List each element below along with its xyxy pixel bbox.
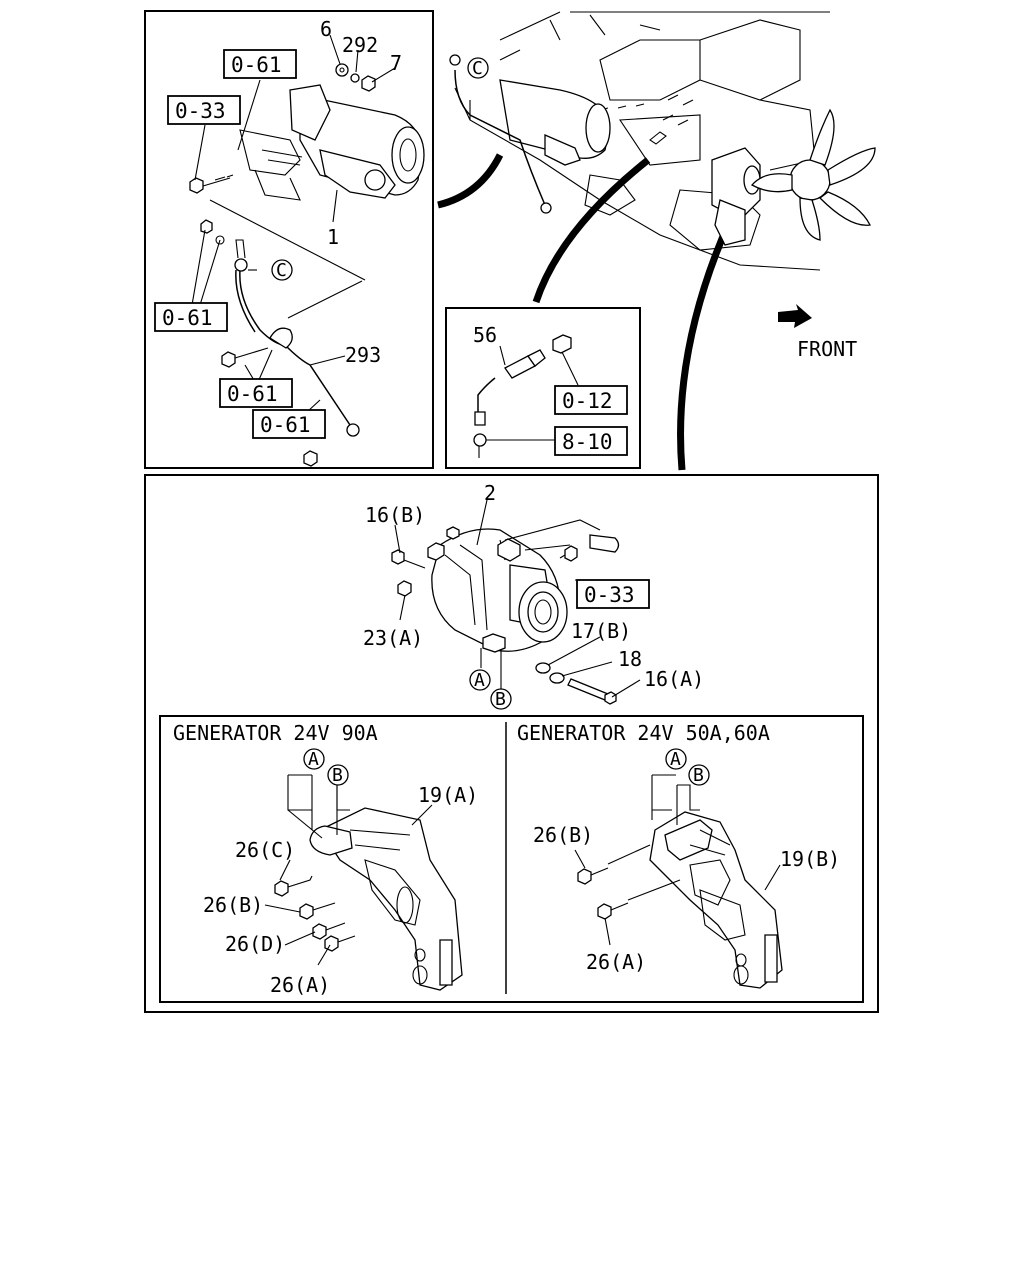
part-label-19b: 19(B) — [780, 847, 840, 871]
ref-box-8-10: 8-10 — [562, 430, 613, 454]
starter-cable-drawing — [200, 219, 360, 467]
circle-ref-b-variant-50a-60a: B — [693, 765, 704, 786]
part-label-2: 2 — [484, 481, 496, 505]
ref-box-0-33-generator: 0-33 — [584, 583, 635, 607]
variants-frame — [159, 715, 864, 1003]
front-label: FRONT — [797, 337, 857, 361]
ref-box-0-12: 0-12 — [562, 389, 613, 413]
ref-box-0-61-top: 0-61 — [231, 53, 282, 77]
part-label-23a: 23(A) — [363, 626, 423, 650]
circle-ref-c-starter: C — [276, 260, 287, 281]
sensor-panel: 56 0-12 8-10 — [445, 307, 641, 469]
part-label-26d: 26(D) — [225, 932, 285, 956]
part-label-7: 7 — [390, 51, 402, 75]
variant-90a-title: GENERATOR 24V 90A — [173, 721, 378, 745]
ref-box-0-61-left: 0-61 — [162, 306, 213, 330]
starter-motor-drawing — [189, 63, 425, 201]
generator-panel: 2 16(B) 23(A) 17(B) 18 16(A) 0-33 A B GE… — [144, 474, 879, 1013]
circle-ref-a-generator: A — [474, 670, 485, 691]
callout-curves — [437, 153, 734, 471]
bracket-19b-drawing — [649, 811, 783, 989]
engine-view: C — [449, 11, 876, 271]
circle-ref-b-generator: B — [495, 689, 506, 710]
part-label-1: 1 — [327, 225, 339, 249]
circle-ref-a-variant-50a-60a: A — [670, 749, 681, 770]
part-label-26b-variant-90a: 26(B) — [203, 893, 263, 917]
starter-panel: 6 292 7 1 293 0-61 0-33 0-61 0-61 0-61 C — [144, 10, 434, 469]
part-label-17b: 17(B) — [571, 619, 631, 643]
variant-50a-60a: GENERATOR 24V 50A,60A A — [517, 721, 840, 989]
part-label-16b: 16(B) — [365, 503, 425, 527]
circle-ref-c-engine: C — [472, 58, 483, 79]
part-label-26b-variant-50a-60a: 26(B) — [533, 823, 593, 847]
front-indicator: FRONT — [778, 304, 857, 361]
ref-box-0-61-bottom: 0-61 — [260, 413, 311, 437]
front-arrow-icon — [778, 304, 812, 328]
sensor-panel-frame — [445, 307, 641, 469]
circle-ref-b-variant-90a: B — [332, 765, 343, 786]
part-label-18: 18 — [618, 647, 642, 671]
part-label-19a: 19(A) — [418, 783, 478, 807]
part-label-56: 56 — [473, 323, 497, 347]
generator-drawing — [391, 519, 620, 705]
generator-panel-frame — [144, 474, 879, 1013]
bracket-19a-drawing — [309, 807, 463, 991]
ref-box-0-33-starter: 0-33 — [175, 99, 226, 123]
variant-90a: GENERATOR 24V 90A — [173, 721, 478, 997]
variant-50a-60a-title: GENERATOR 24V 50A,60A — [517, 721, 770, 745]
circle-ref-a-variant-90a: A — [308, 749, 319, 770]
part-label-26c: 26(C) — [235, 838, 295, 862]
part-label-16a: 16(A) — [644, 667, 704, 691]
part-label-26a-variant-90a: 26(A) — [270, 973, 330, 997]
part-label-26a-variant-50a-60a: 26(A) — [586, 950, 646, 974]
part-label-293: 293 — [345, 343, 381, 367]
starter-panel-frame — [144, 10, 434, 469]
part-label-6: 6 — [320, 17, 332, 41]
engine-fan — [750, 108, 876, 241]
ref-box-0-61-mid: 0-61 — [227, 382, 278, 406]
part-label-292: 292 — [342, 33, 378, 57]
